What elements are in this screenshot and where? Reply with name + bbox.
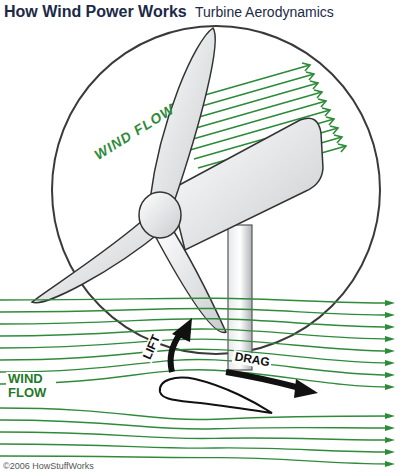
tower — [228, 225, 252, 370]
arrowhead — [385, 336, 395, 342]
arrowhead — [314, 90, 322, 98]
subtitle: Turbine Aerodynamics — [195, 5, 334, 20]
title: How Wind Power Works — [4, 3, 187, 21]
drag-arrow — [226, 372, 300, 388]
lift-arrow — [171, 334, 180, 372]
arrowhead — [385, 461, 395, 467]
arrowhead — [385, 360, 395, 366]
arrowhead — [330, 126, 338, 134]
arrowhead — [318, 99, 326, 107]
blade — [153, 222, 226, 333]
arrowhead — [385, 384, 395, 390]
arrowhead — [385, 300, 395, 306]
arrowhead — [302, 63, 310, 71]
arrowhead — [334, 135, 342, 143]
airfoil — [160, 378, 272, 413]
wind-flow-label: WIND FLOW — [6, 372, 56, 401]
arrowhead — [326, 117, 334, 125]
streamlines — [0, 298, 395, 467]
arrowhead — [385, 413, 395, 419]
streamline — [0, 319, 392, 327]
hub — [139, 192, 181, 238]
streamline — [0, 349, 392, 363]
copyright: ©2006 HowStuffWorks — [3, 462, 94, 472]
streamline — [0, 329, 392, 339]
arrowhead — [322, 108, 330, 116]
arrowhead — [385, 437, 395, 443]
streamline — [0, 408, 392, 420]
zoom-circle — [52, 26, 380, 354]
arrowhead — [385, 324, 395, 330]
streamline — [0, 444, 392, 452]
arrowhead — [385, 449, 395, 455]
streamline — [0, 420, 392, 429]
streamline — [0, 432, 392, 440]
arrowhead — [385, 425, 395, 431]
streamline — [0, 308, 392, 315]
arrowhead — [338, 144, 346, 152]
streamline — [0, 360, 392, 375]
arrowhead — [385, 372, 395, 378]
arrowhead — [306, 72, 314, 80]
drag-arrowhead — [294, 379, 318, 398]
arrowhead — [385, 312, 395, 318]
arrowhead — [310, 81, 318, 89]
streamline — [0, 298, 392, 303]
arrowhead — [385, 348, 395, 354]
lift-arrowhead — [172, 318, 192, 342]
